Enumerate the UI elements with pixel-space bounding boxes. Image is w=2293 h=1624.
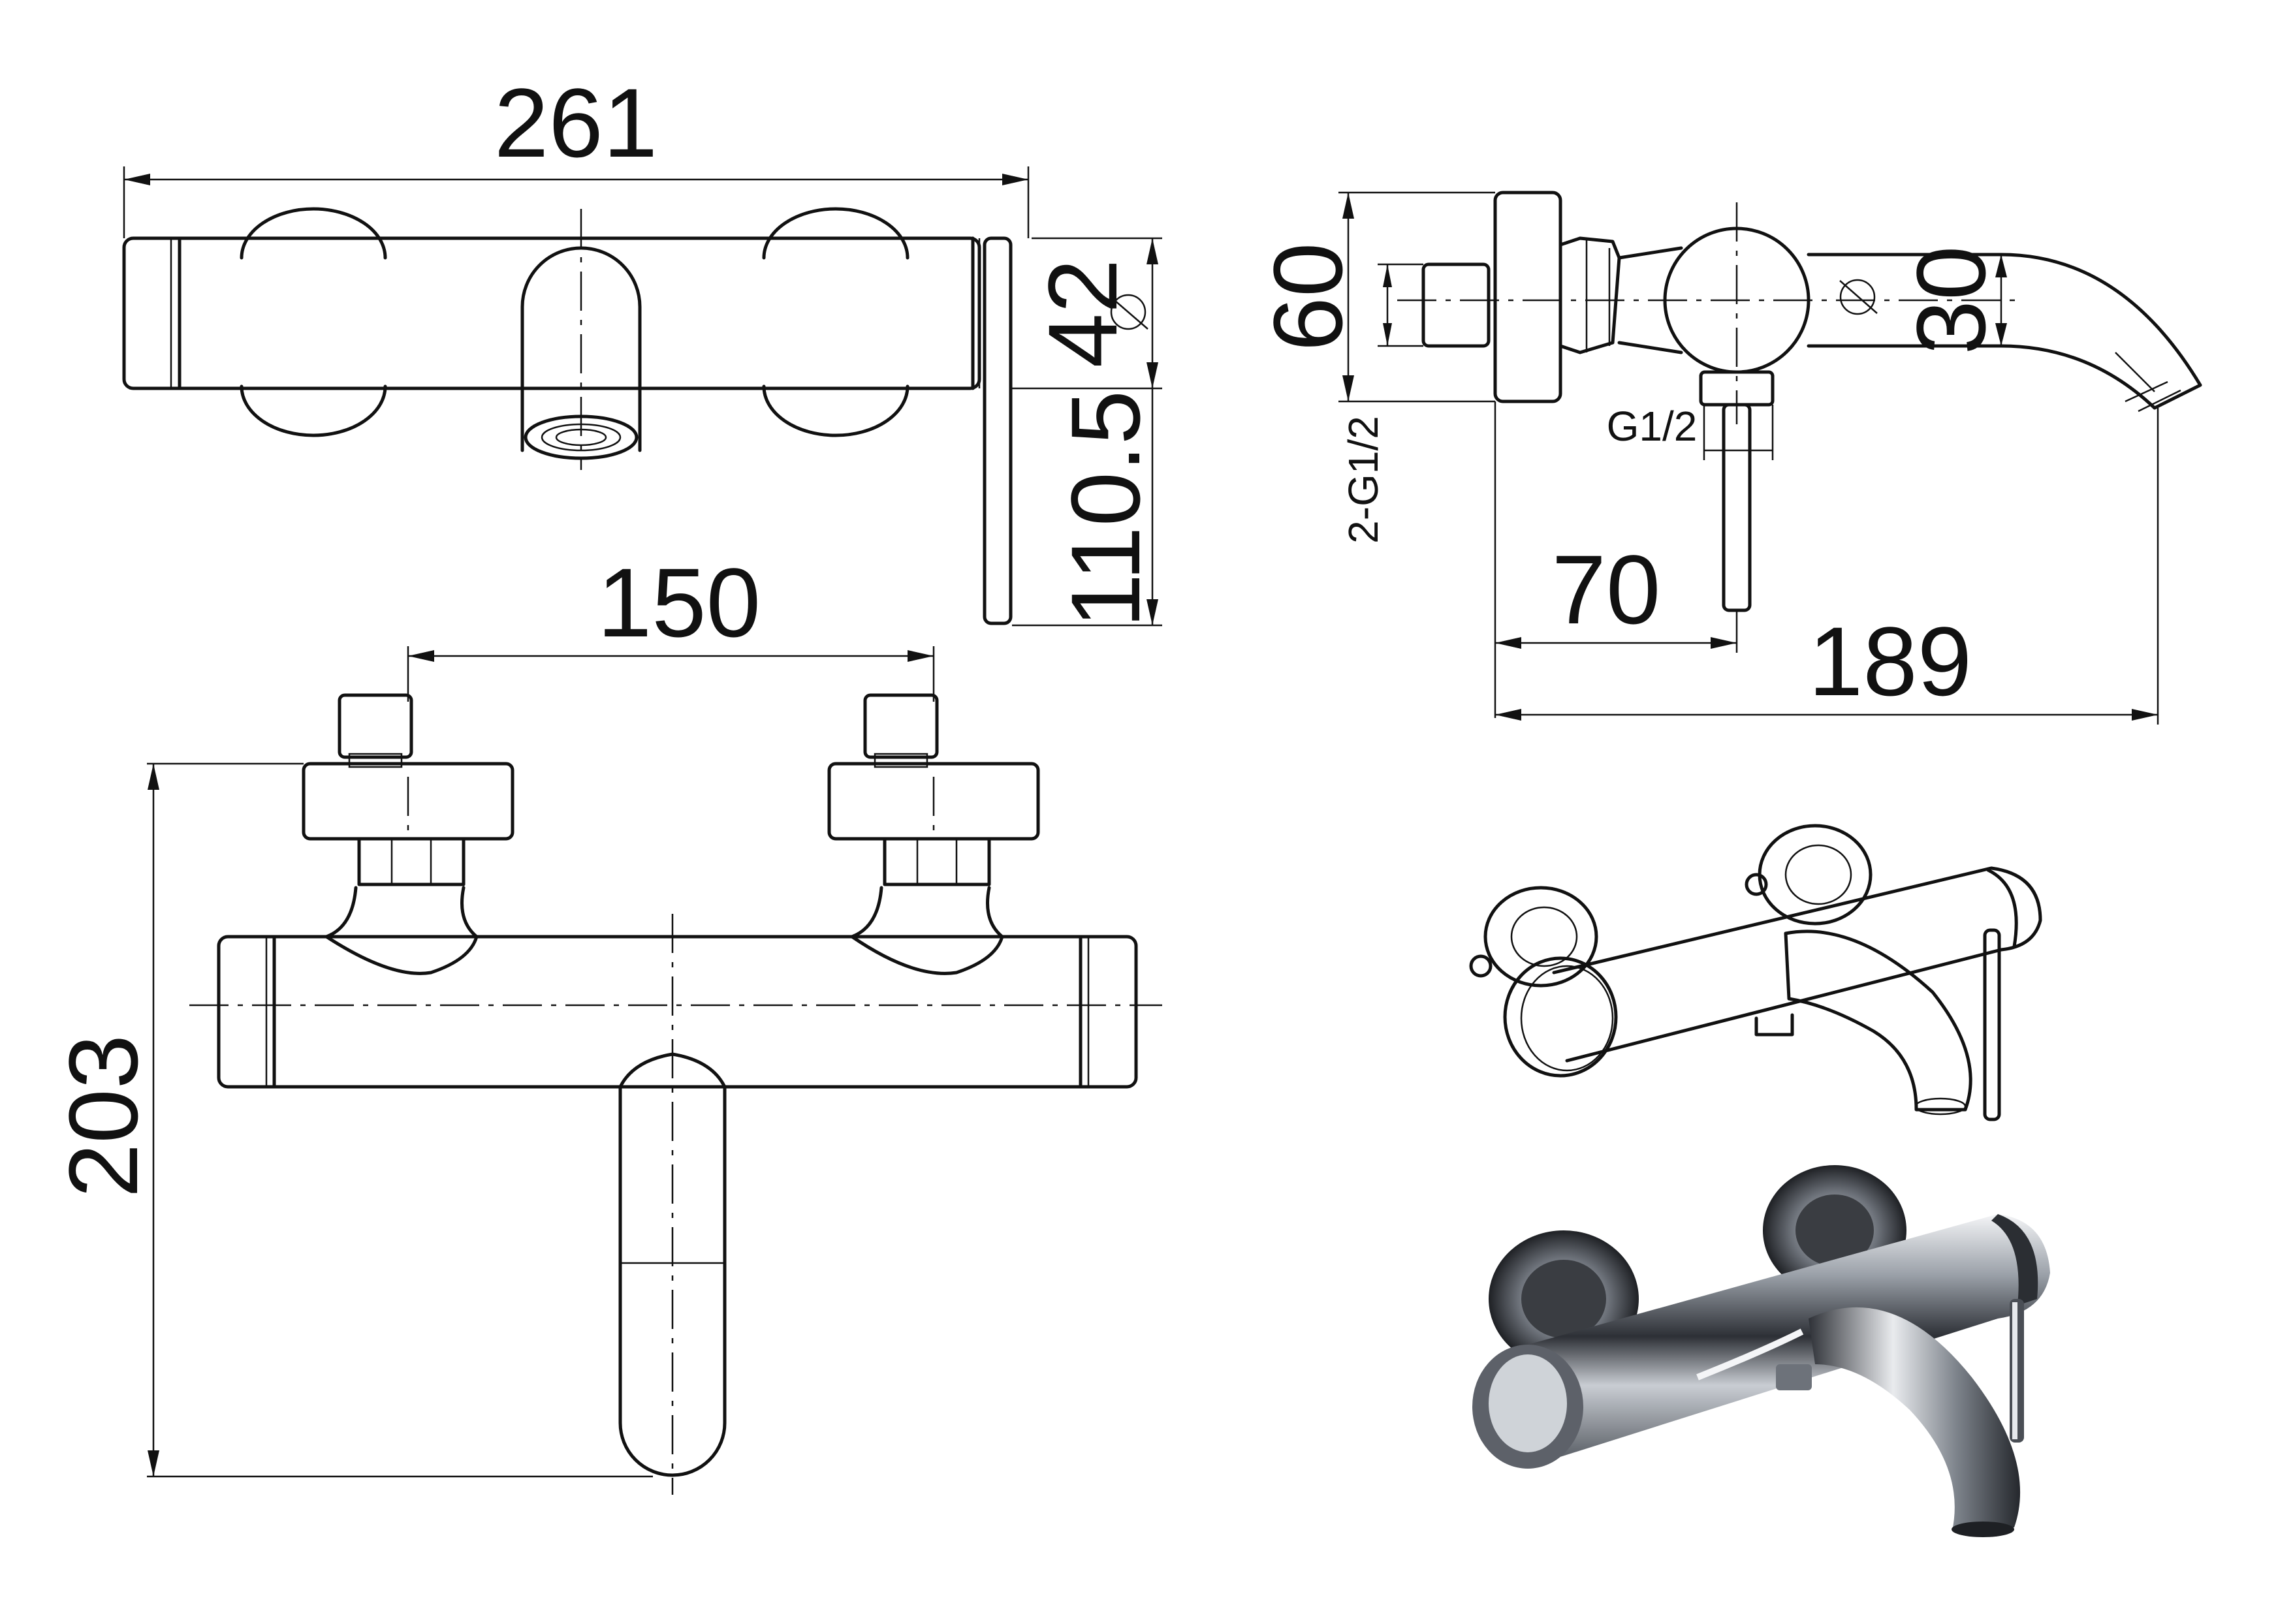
dim-wall-to-lever: 70	[1552, 535, 1661, 644]
front-spout	[618, 1085, 727, 1477]
dim-spout-diameter: 30	[1896, 246, 2006, 355]
iso-left-cap	[1503, 956, 1618, 1078]
dim-eccentric-height: 60	[1253, 243, 1363, 352]
render-body	[1502, 1214, 2050, 1459]
side-inlet-nipple	[1421, 262, 1491, 348]
front-view: 150 203	[48, 548, 1162, 1495]
top-view: 261 42 110.5	[122, 68, 1162, 628]
chrome-render	[1472, 1165, 2050, 1537]
label-outlet-thread: G1/2	[1607, 403, 1698, 450]
iso-left-disc	[1483, 886, 1598, 988]
iso-outlet	[1754, 1013, 1794, 1037]
top-view-left-disc-bottom	[240, 384, 387, 437]
side-nut	[1558, 236, 1621, 354]
label-inlet-thread: 2-G1/2	[1340, 416, 1387, 544]
front-neck-right	[850, 886, 1004, 975]
dim-lever-drop: 110.5	[1051, 390, 1160, 628]
dim-wall-to-spout: 189	[1809, 606, 1972, 716]
top-view-right-disc-bottom	[762, 384, 909, 437]
front-body	[217, 935, 1138, 1089]
side-spout-curve	[1999, 253, 2202, 410]
render-outlet	[1776, 1364, 1812, 1390]
iso-spout	[1784, 929, 1972, 1112]
top-view-left-disc-top	[240, 207, 387, 260]
dim-total-depth: 203	[48, 1035, 158, 1198]
top-view-body	[122, 236, 981, 390]
dim-body-height: 42	[1028, 259, 1137, 368]
front-inlet-left-nipple	[338, 693, 413, 759]
front-inlet-right-nipple	[863, 693, 939, 759]
side-flange	[1493, 191, 1562, 403]
front-nut-right	[883, 837, 991, 886]
front-neck-left	[324, 886, 479, 975]
front-nut-left	[357, 837, 466, 886]
side-lever	[1722, 403, 1752, 612]
iso-lever	[1983, 928, 2001, 1121]
top-view-right-disc-top	[762, 207, 909, 260]
isometric-line-view	[1469, 824, 2042, 1121]
side-view: 60 2-G1/2 30 G1/2 70 189	[1253, 191, 2202, 725]
diameter-symbol	[1110, 294, 1146, 330]
side-spout-straight	[1807, 253, 2003, 348]
top-view-lever	[983, 236, 1013, 625]
iso-body-outline	[1552, 866, 2042, 1063]
dim-inlet-spacing: 150	[597, 548, 761, 657]
render-spout	[1809, 1307, 2021, 1531]
dim-overall-length: 261	[494, 68, 657, 178]
